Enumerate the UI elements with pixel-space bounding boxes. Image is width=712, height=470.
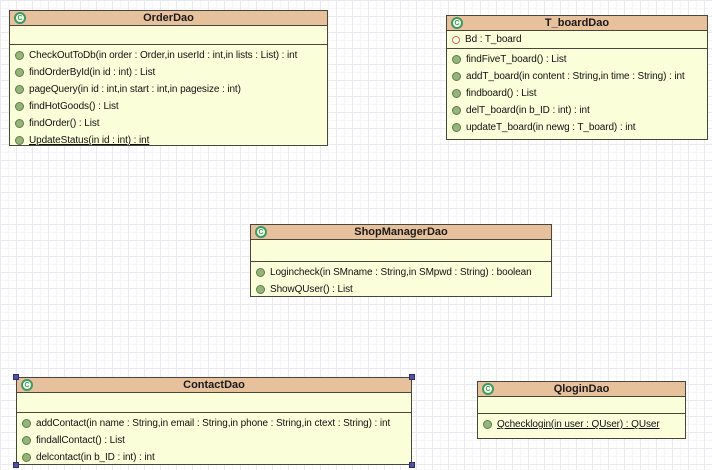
public-method-icon: [452, 106, 461, 115]
attributes-compartment[interactable]: [478, 397, 685, 414]
attributes-compartment[interactable]: [251, 240, 551, 262]
class-box-orderdao[interactable]: C OrderDao CheckOutToDb(in order : Order…: [9, 10, 328, 146]
method-item[interactable]: UpdateStatus(in id : int) : int: [10, 132, 327, 149]
public-method-icon: [15, 85, 24, 94]
method-item[interactable]: updateT_board(in newg : T_board) : int: [447, 119, 707, 136]
public-method-icon: [15, 51, 24, 60]
method-item[interactable]: findFiveT_board() : List: [447, 51, 707, 68]
class-header-tboarddao[interactable]: C T_boardDao: [447, 16, 707, 31]
public-method-icon: [15, 102, 24, 111]
class-icon: C: [21, 379, 33, 391]
public-method-icon: [256, 268, 265, 277]
method-item[interactable]: CheckOutToDb(in order : Order,in userId …: [10, 47, 327, 64]
selection-handle-bottom-right[interactable]: [409, 462, 415, 468]
class-name: T_boardDao: [544, 17, 610, 29]
public-method-icon: [483, 420, 492, 429]
method-label: updateT_board(in newg : T_board) : int: [466, 122, 636, 133]
selection-handle-bottom-left[interactable]: [13, 462, 19, 468]
method-item[interactable]: delT_board(in b_ID : int) : int: [447, 102, 707, 119]
class-name: OrderDao: [143, 12, 194, 24]
public-method-icon: [256, 285, 265, 294]
class-icon: C: [14, 12, 26, 24]
static-method-label: Qchecklogin(in user : QUser) : QUser: [497, 419, 660, 430]
attribute-label: Bd : T_board: [465, 34, 522, 45]
method-label: addContact(in name : String,in email : S…: [36, 418, 391, 429]
class-name: QloginDao: [553, 383, 610, 395]
method-item[interactable]: ShowQUser() : List: [251, 281, 551, 298]
class-box-shopmanagerdao[interactable]: C ShopManagerDao Logincheck(in SMname : …: [250, 224, 552, 297]
public-method-icon: [452, 123, 461, 132]
public-method-icon: [15, 119, 24, 128]
static-method-label: UpdateStatus(in id : int) : int: [29, 135, 150, 146]
method-item[interactable]: findHotGoods() : List: [10, 98, 327, 115]
method-item[interactable]: addT_board(in content : String,in time :…: [447, 68, 707, 85]
public-method-icon: [22, 419, 31, 428]
method-item[interactable]: delcontact(in b_ID : int) : int: [17, 449, 411, 466]
method-item[interactable]: findOrderById(in id : int) : List: [10, 64, 327, 81]
public-method-icon: [452, 55, 461, 64]
attributes-compartment[interactable]: Bd : T_board: [447, 31, 707, 49]
class-header-qlogindao[interactable]: C QloginDao: [478, 382, 685, 397]
method-label: findboard() : List: [466, 88, 537, 99]
public-method-icon: [22, 436, 31, 445]
attributes-compartment[interactable]: [10, 26, 327, 45]
selection-handle-top-right[interactable]: [409, 374, 415, 380]
class-box-qlogindao[interactable]: C QloginDao Qchecklogin(in user : QUser)…: [477, 381, 686, 439]
method-label: findallContact() : List: [36, 435, 125, 446]
method-label: delcontact(in b_ID : int) : int: [36, 452, 155, 463]
method-label: findOrderById(in id : int) : List: [29, 67, 156, 78]
method-item[interactable]: pageQuery(in id : int,in start : int,in …: [10, 81, 327, 98]
method-item[interactable]: Qchecklogin(in user : QUser) : QUser: [478, 416, 685, 433]
class-box-contactdao[interactable]: C ContactDao addContact(in name : String…: [13, 374, 415, 468]
method-item[interactable]: findOrder() : List: [10, 115, 327, 132]
public-method-icon: [22, 453, 31, 462]
class-box-tboarddao[interactable]: C T_boardDao Bd : T_board findFiveT_boar…: [446, 15, 708, 140]
methods-compartment: CheckOutToDb(in order : Order,in userId …: [10, 45, 327, 149]
method-label: findFiveT_board() : List: [466, 54, 567, 65]
attribute-item[interactable]: Bd : T_board: [447, 32, 707, 47]
class-name: ContactDao: [183, 379, 245, 391]
method-label: findHotGoods() : List: [29, 101, 119, 112]
class-header-contactdao[interactable]: C ContactDao: [17, 378, 411, 393]
method-label: findOrder() : List: [29, 118, 100, 129]
class-icon: C: [482, 383, 494, 395]
method-label: ShowQUser() : List: [270, 284, 353, 295]
method-item[interactable]: Logincheck(in SMname : String,in SMpwd :…: [251, 264, 551, 281]
selection-handle-top-left[interactable]: [13, 374, 19, 380]
class-name: ShopManagerDao: [354, 226, 448, 238]
methods-compartment: findFiveT_board() : List addT_board(in c…: [447, 49, 707, 136]
method-label: delT_board(in b_ID : int) : int: [466, 105, 590, 116]
methods-compartment: addContact(in name : String,in email : S…: [17, 413, 411, 466]
class-header-orderdao[interactable]: C OrderDao: [10, 11, 327, 26]
methods-compartment: Qchecklogin(in user : QUser) : QUser: [478, 414, 685, 433]
methods-compartment: Logincheck(in SMname : String,in SMpwd :…: [251, 262, 551, 298]
class-icon: C: [255, 226, 267, 238]
attribute-icon: [452, 35, 460, 44]
method-label: Logincheck(in SMname : String,in SMpwd :…: [270, 267, 532, 278]
public-method-icon: [15, 136, 24, 145]
class-header-shopmanagerdao[interactable]: C ShopManagerDao: [251, 225, 551, 240]
attributes-compartment[interactable]: [17, 393, 411, 413]
method-label: pageQuery(in id : int,in start : int,in …: [29, 84, 241, 95]
public-method-icon: [452, 72, 461, 81]
method-item[interactable]: findallContact() : List: [17, 432, 411, 449]
method-label: addT_board(in content : String,in time :…: [466, 71, 685, 82]
method-label: CheckOutToDb(in order : Order,in userId …: [29, 50, 298, 61]
method-item[interactable]: findboard() : List: [447, 85, 707, 102]
public-method-icon: [15, 68, 24, 77]
public-method-icon: [452, 89, 461, 98]
class-icon: C: [451, 17, 463, 29]
method-item[interactable]: addContact(in name : String,in email : S…: [17, 415, 411, 432]
